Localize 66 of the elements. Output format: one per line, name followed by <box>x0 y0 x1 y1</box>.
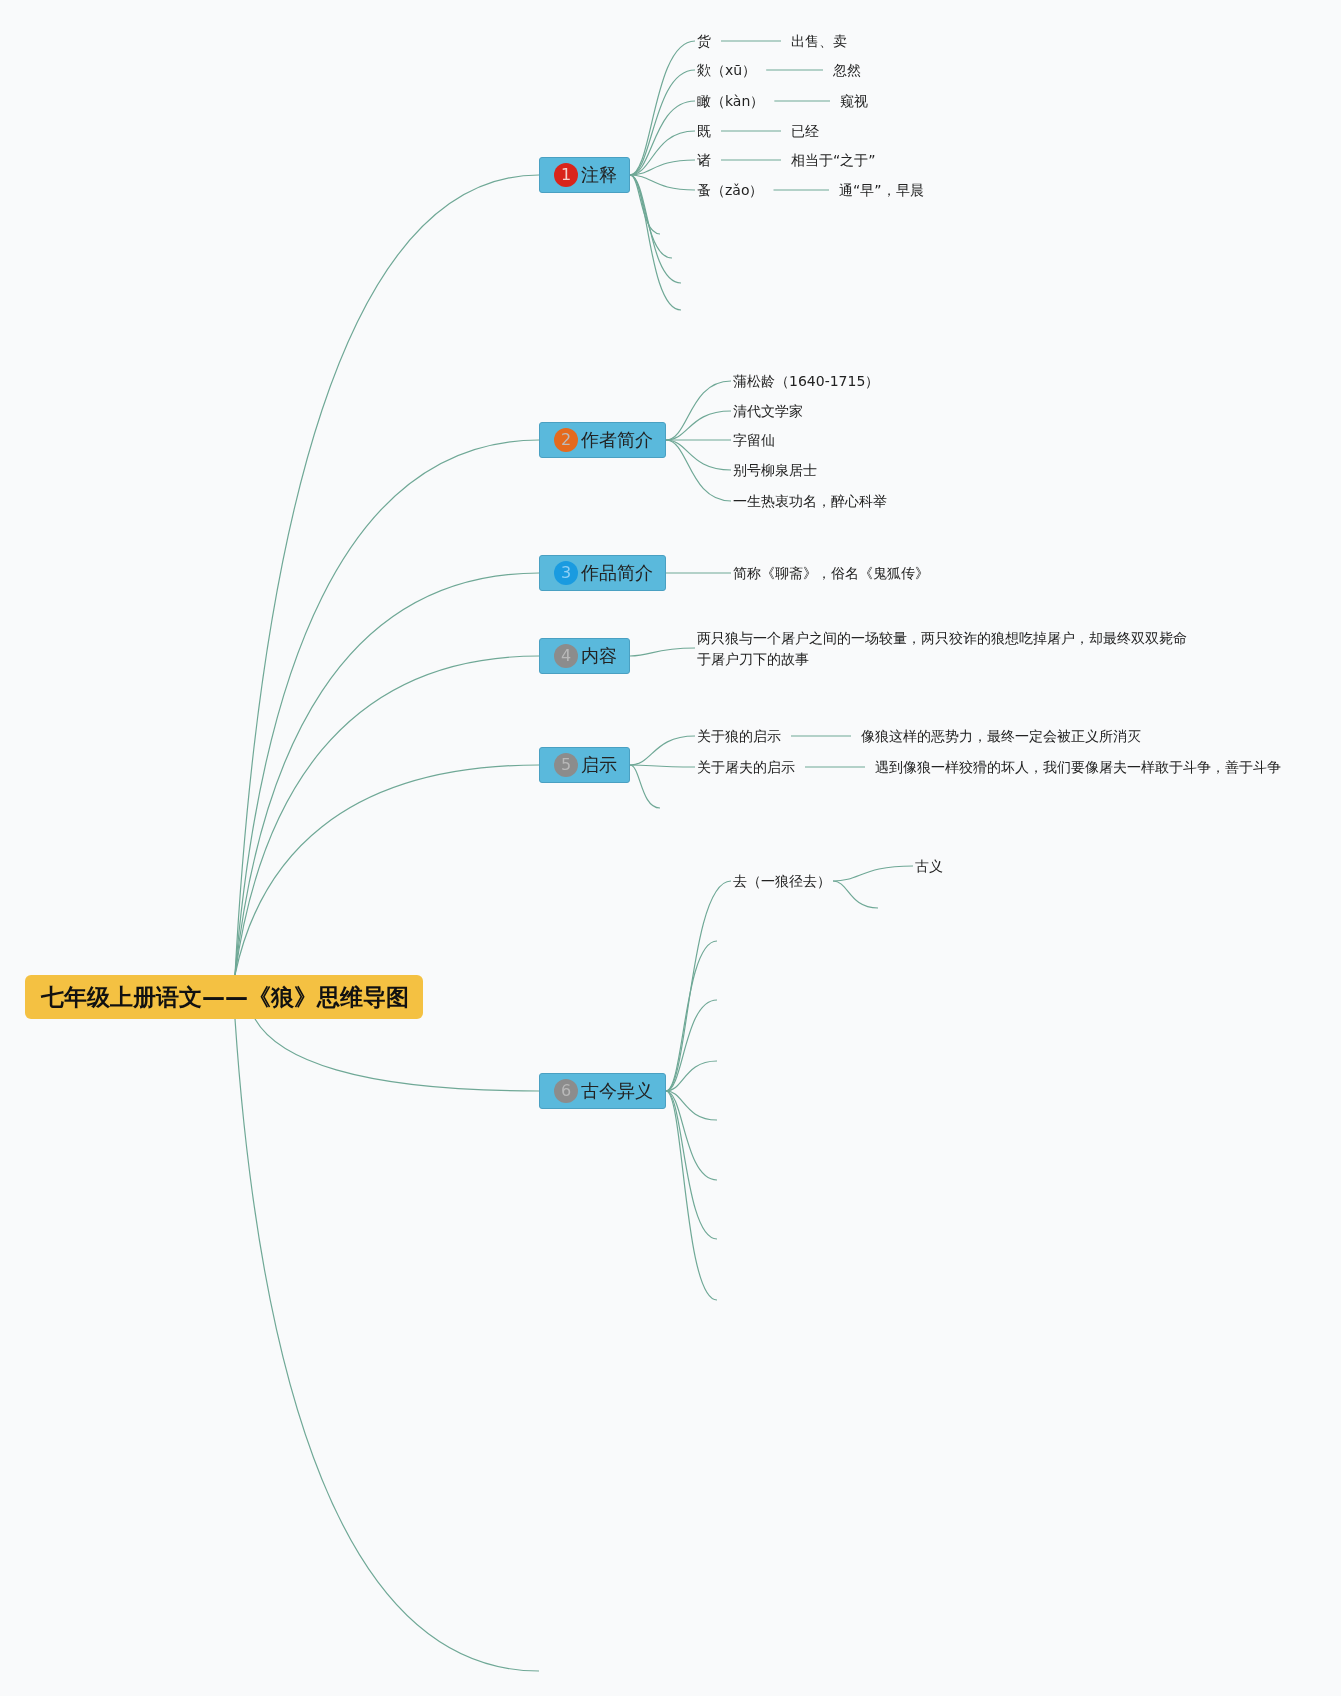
connector-line <box>773 100 831 102</box>
connector-line <box>629 764 696 768</box>
topic-label: 内容 <box>581 644 617 668</box>
subtopic-label: 诸 <box>695 151 713 169</box>
connector-line <box>720 159 782 161</box>
connector-line <box>234 764 540 976</box>
connector-line <box>234 1018 540 1672</box>
subtopic-label: 已经 <box>789 122 821 140</box>
connector-line <box>665 572 732 574</box>
subtopic-label: 去（一狼径去） <box>731 872 833 890</box>
connector-line <box>629 647 696 657</box>
connector-line <box>665 1090 718 1301</box>
subtopic-label: 字留仙 <box>731 431 777 449</box>
connector-line <box>665 1090 718 1240</box>
topic-label: 启示 <box>581 753 617 777</box>
central-topic: 七年级上册语文——《狼》思维导图 <box>25 975 423 1019</box>
connector-line <box>804 766 866 768</box>
connector-line <box>790 735 852 737</box>
subtopic-label: 出售、卖 <box>789 32 849 50</box>
subtopic-label: 古义 <box>913 857 945 875</box>
subtopic-label: 清代文学家 <box>731 402 805 420</box>
subtopic-label: 简称《聊斋》，俗名《鬼狐传》 <box>731 564 931 582</box>
subtopic-label: 窥视 <box>838 92 870 110</box>
connector-line <box>254 1018 540 1092</box>
subtopic-label: 关于屠夫的启示 <box>695 758 797 776</box>
connector-line <box>665 1090 718 1121</box>
subtopic-label: 蚤（zǎo） <box>695 181 766 199</box>
connector-line <box>720 130 782 132</box>
subtopic-label: 通“早”，早晨 <box>837 181 926 199</box>
number-badge: 2 <box>554 428 578 452</box>
connector-line <box>629 174 682 311</box>
topic-label: 作者简介 <box>581 428 653 452</box>
subtopic-label: 蒲松龄（1640-1715） <box>731 372 882 390</box>
connector-line <box>772 189 830 191</box>
subtopic-label: 像狼这样的恶势力，最终一定会被正义所消灭 <box>859 727 1143 745</box>
subtopic-label: 一生热衷功名，醉心科举 <box>731 492 889 510</box>
subtopic-label: 关于狼的启示 <box>695 727 783 745</box>
topic-label: 作品简介 <box>581 561 653 585</box>
number-badge: 3 <box>554 561 578 585</box>
subtopic-label: 遇到像狼一样狡猾的坏人，我们要像屠夫一样敢于斗争，善于斗争 <box>873 758 1283 776</box>
number-badge: 1 <box>554 163 578 187</box>
subtopic-label: 相当于“之于” <box>789 151 878 169</box>
topic-box <box>539 157 630 193</box>
topic-label: 古今异义 <box>581 1079 653 1103</box>
topic-box <box>539 638 630 674</box>
connector-line <box>765 69 824 71</box>
connector-line <box>234 439 540 976</box>
subtopic-label: 欻（xū） <box>695 61 759 79</box>
topic-box <box>539 422 666 458</box>
topic-label: 注释 <box>581 163 617 187</box>
connector-line <box>832 880 879 909</box>
connector-line <box>665 940 718 1092</box>
subtopic-label: 忽然 <box>831 61 863 79</box>
topic-box <box>539 555 666 591</box>
subtopic-label: 货 <box>695 32 713 50</box>
subtopic-label: 瞰（kàn） <box>695 92 767 110</box>
subtopic-label: 两只狼与一个屠户之间的一场较量，两只狡诈的狼想吃掉屠户，却最终双双毙命于屠户刀下的故事 <box>695 627 1191 669</box>
connector-line <box>665 439 732 502</box>
topic-box <box>539 1073 666 1109</box>
topic-box <box>539 747 630 783</box>
subtopic-label: 别号柳泉居士 <box>731 461 819 479</box>
connector-line <box>832 865 914 882</box>
connector-line <box>629 764 661 809</box>
connector-line <box>234 174 540 976</box>
subtopic-label: 既 <box>695 122 713 140</box>
connector-line <box>720 40 782 42</box>
